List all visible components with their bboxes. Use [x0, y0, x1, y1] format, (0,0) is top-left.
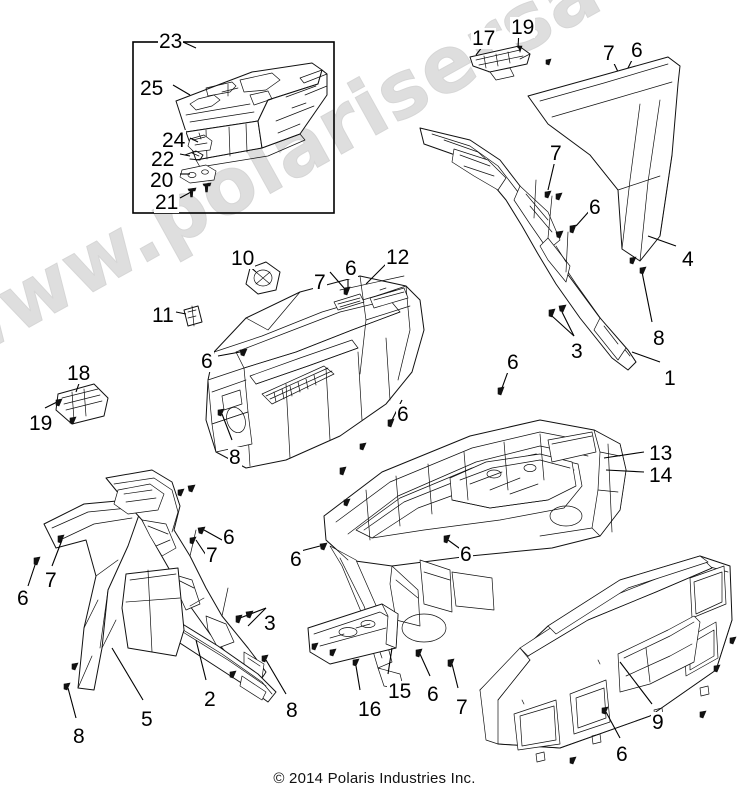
callout-8: 8 [652, 327, 666, 350]
callout-6: 6 [396, 403, 410, 426]
callout-7: 7 [455, 696, 469, 719]
part-9-tailgate [479, 555, 733, 763]
callout-6: 6 [200, 350, 214, 373]
callout-15: 15 [387, 680, 413, 703]
callout-18: 18 [66, 362, 92, 385]
callout-25: 25 [139, 77, 165, 100]
callout-3: 3 [263, 612, 277, 635]
callout-9: 9 [651, 711, 665, 734]
callout-6: 6 [615, 743, 629, 766]
callout-7: 7 [549, 142, 563, 165]
copyright-notice: © 2014 Polaris Industries Inc. [273, 770, 476, 787]
callout-23: 23 [158, 30, 184, 53]
callout-8: 8 [72, 725, 86, 748]
callout-4: 4 [681, 248, 695, 271]
callout-7: 7 [602, 42, 616, 65]
part-20-plate [179, 164, 217, 184]
callout-7: 7 [44, 569, 58, 592]
callout-6: 6 [459, 543, 473, 566]
callout-22: 22 [150, 148, 176, 171]
part-2-rocker-rail-and-rail-assembly [105, 469, 277, 703]
callout-19: 19 [510, 16, 536, 39]
callout-17: 17 [471, 27, 497, 50]
callout-6: 6 [630, 39, 644, 62]
callout-2: 2 [203, 688, 217, 711]
part-21-screws [187, 182, 212, 198]
callout-16: 16 [357, 698, 383, 721]
part-18-trim-insert [55, 383, 109, 425]
callout-12: 12 [385, 246, 411, 269]
callout-6: 6 [588, 196, 602, 219]
callout-1: 1 [663, 367, 677, 390]
part-24-striker [187, 132, 213, 153]
callout-21: 21 [154, 191, 180, 214]
callout-6: 6 [344, 257, 358, 280]
callout-6: 6 [506, 351, 520, 374]
callout-8: 8 [228, 446, 242, 469]
callout-8: 8 [285, 699, 299, 722]
callout-19: 19 [28, 412, 54, 435]
part-1-rear-pillar [419, 127, 637, 371]
callout-10: 10 [230, 247, 256, 270]
part-17-grab-handle [469, 45, 531, 81]
part-15-mounting-plate [307, 603, 399, 665]
detail-inset-box-23 [132, 41, 335, 214]
part-11-clip-bracket [183, 305, 203, 327]
part-22-spring [184, 150, 204, 161]
callout-6: 6 [16, 587, 30, 610]
callout-5: 5 [140, 708, 154, 731]
part-12-console-body [205, 275, 425, 469]
callout-3: 3 [570, 340, 584, 363]
callout-20: 20 [149, 169, 175, 192]
callout-6: 6 [222, 526, 236, 549]
callout-6: 6 [289, 548, 303, 571]
callout-11: 11 [151, 304, 175, 327]
part-13-14-cargo-box [323, 419, 627, 691]
callout-13: 13 [648, 442, 674, 465]
callout-24: 24 [161, 129, 187, 152]
callout-6: 6 [426, 683, 440, 706]
callout-7: 7 [205, 544, 219, 567]
callout-7: 7 [313, 271, 327, 294]
part-4-rear-fender-right [527, 56, 681, 262]
callout-14: 14 [648, 464, 674, 487]
